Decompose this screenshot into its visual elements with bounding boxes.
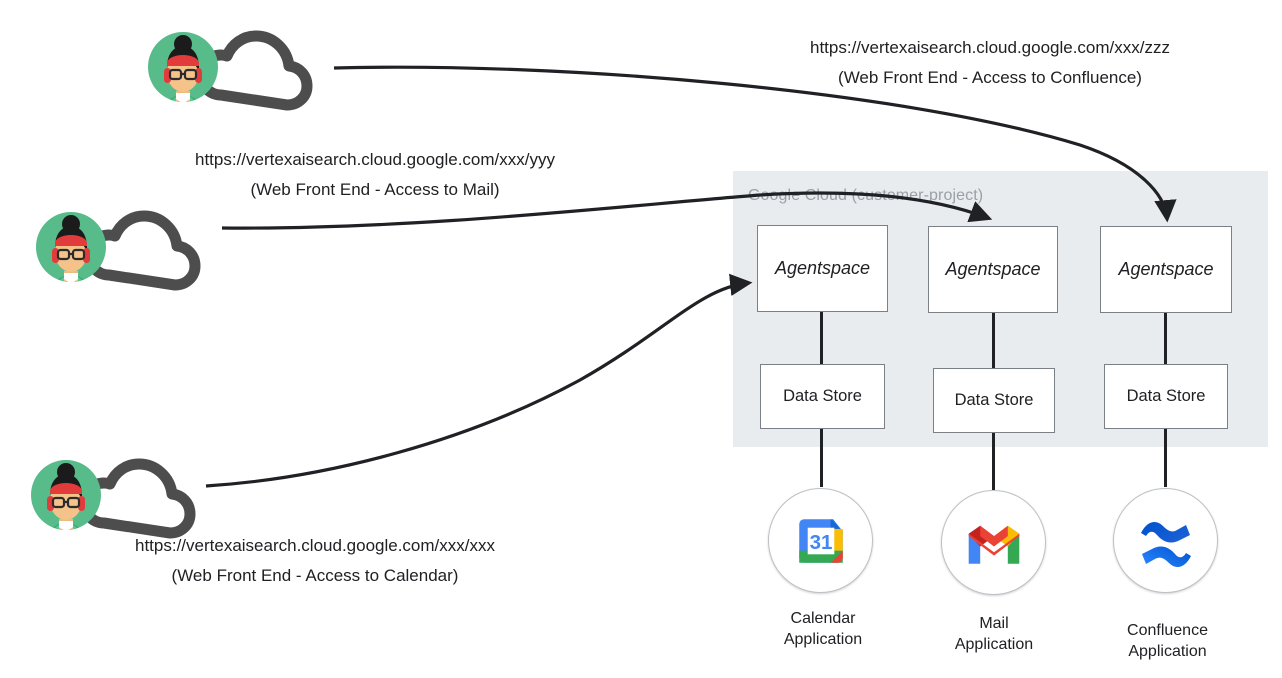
datastore-label: Data Store	[1126, 387, 1206, 405]
connector-agentspace-datastore-calendar	[820, 311, 824, 364]
datastore-label: Data Store	[783, 387, 862, 405]
caption-confluence-subtitle: (Web Front End - Access to Confluence)	[838, 68, 1142, 87]
google-cloud-zone-label: Google Cloud (customer-project)	[748, 187, 984, 204]
caption-mail-subtitle: (Web Front End - Access to Mail)	[250, 180, 500, 199]
user-cloud-calendar[interactable]	[28, 453, 223, 543]
agentspace-label: Agentspace	[1118, 259, 1214, 279]
agentspace-box-confluence[interactable]: Agentspace	[1100, 226, 1232, 313]
caption-mail-url: https://vertexaisearch.cloud.google.com/…	[195, 150, 555, 169]
calendar-application-label-line1: Calendar	[790, 610, 856, 627]
caption-calendar-subtitle: (Web Front End - Access to Calendar)	[171, 566, 459, 585]
user-cloud-icon	[31, 458, 196, 539]
caption-calendar: https://vertexaisearch.cloud.google.com/…	[105, 531, 525, 591]
mail-application-circle[interactable]	[941, 490, 1046, 595]
mail-application-label: Mail Application	[919, 613, 1069, 655]
agentspace-label: Agentspace	[945, 259, 1041, 279]
datastore-box-mail[interactable]: Data Store	[933, 368, 1055, 433]
agentspace-label: Agentspace	[774, 258, 871, 278]
caption-mail: https://vertexaisearch.cloud.google.com/…	[165, 145, 585, 205]
confluence-application-label-line2: Application	[1128, 643, 1207, 660]
user-cloud-confluence[interactable]	[145, 25, 340, 115]
connector-datastore-app-mail	[992, 432, 996, 490]
caption-calendar-url: https://vertexaisearch.cloud.google.com/…	[135, 536, 495, 555]
calendar-application-circle[interactable]: 31	[768, 488, 873, 593]
gmail-icon	[968, 525, 1019, 564]
calendar-application-label-line2: Application	[783, 631, 863, 648]
connector-datastore-app-calendar	[820, 429, 824, 487]
arrow-calendar	[205, 273, 753, 488]
confluence-application-label: Confluence Application	[1090, 620, 1245, 662]
user-cloud-icon	[148, 30, 313, 111]
google-calendar-icon: 31	[798, 518, 843, 563]
connector-agentspace-datastore-mail	[992, 312, 996, 369]
svg-text:31: 31	[809, 530, 832, 553]
agentspace-box-calendar[interactable]: Agentspace	[757, 225, 888, 312]
caption-confluence-url: https://vertexaisearch.cloud.google.com/…	[810, 38, 1170, 57]
connector-agentspace-datastore-confluence	[1164, 312, 1168, 365]
datastore-box-calendar[interactable]: Data Store	[760, 364, 885, 429]
confluence-icon	[1140, 521, 1191, 567]
datastore-box-confluence[interactable]: Data Store	[1104, 364, 1228, 429]
caption-confluence: https://vertexaisearch.cloud.google.com/…	[780, 33, 1200, 93]
user-cloud-mail[interactable]	[33, 205, 228, 295]
confluence-application-label-line1: Confluence	[1127, 622, 1208, 639]
mail-application-label-line1: Mail	[979, 615, 1009, 632]
calendar-application-label: Calendar Application	[748, 608, 898, 650]
user-cloud-icon	[36, 210, 201, 291]
connector-datastore-app-confluence	[1164, 429, 1168, 487]
datastore-label: Data Store	[954, 391, 1034, 409]
mail-application-label-line2: Application	[954, 636, 1034, 653]
agentspace-box-mail[interactable]: Agentspace	[928, 226, 1058, 313]
confluence-application-circle[interactable]	[1113, 488, 1218, 593]
